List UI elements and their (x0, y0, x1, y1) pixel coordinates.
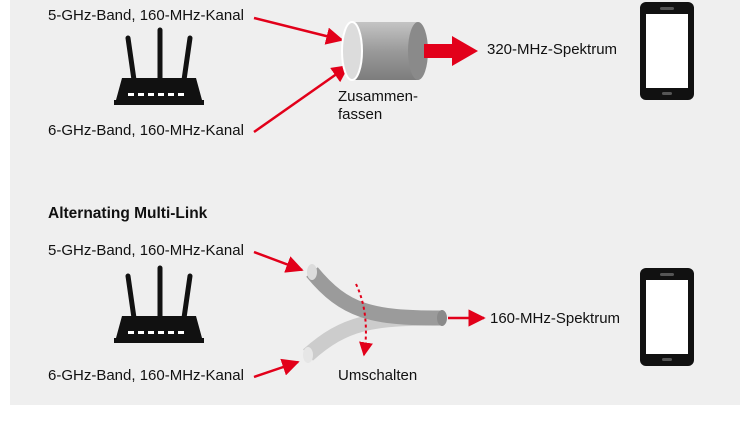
smartphone-icon (640, 268, 694, 366)
router-icon (114, 27, 204, 105)
arrow-6ghz-top (253, 64, 350, 134)
label-merge-line1: Zusammen- (338, 88, 419, 105)
label-6ghz-top: 6-GHz-Band, 160-MHz-Kanal (48, 122, 244, 139)
arrow-5ghz-top (253, 16, 344, 45)
router-icon (114, 265, 204, 343)
label-5ghz-top: 5-GHz-Band, 160-MHz-Kanal (48, 7, 244, 24)
switch-arrow (355, 283, 373, 357)
label-result-bottom: 160-MHz-Spektrum (490, 310, 621, 327)
label-result-top: 320-MHz-Spektrum (487, 41, 618, 58)
smartphone-icon (640, 2, 694, 100)
label-merge-line2: fassen (338, 106, 383, 123)
label-switch: Umschalten (338, 367, 418, 384)
cylinder-icon (341, 21, 428, 81)
label-6ghz-bottom: 6-GHz-Band, 160-MHz-Kanal (48, 367, 244, 384)
output-arrow-top (424, 36, 478, 66)
arrow-5ghz-bottom (253, 250, 304, 273)
arrow-6ghz-bottom (253, 358, 300, 379)
label-5ghz-bottom: 5-GHz-Band, 160-MHz-Kanal (48, 242, 244, 259)
cable-switch-icon (303, 264, 447, 363)
section-heading: Alternating Multi-Link (48, 205, 208, 222)
